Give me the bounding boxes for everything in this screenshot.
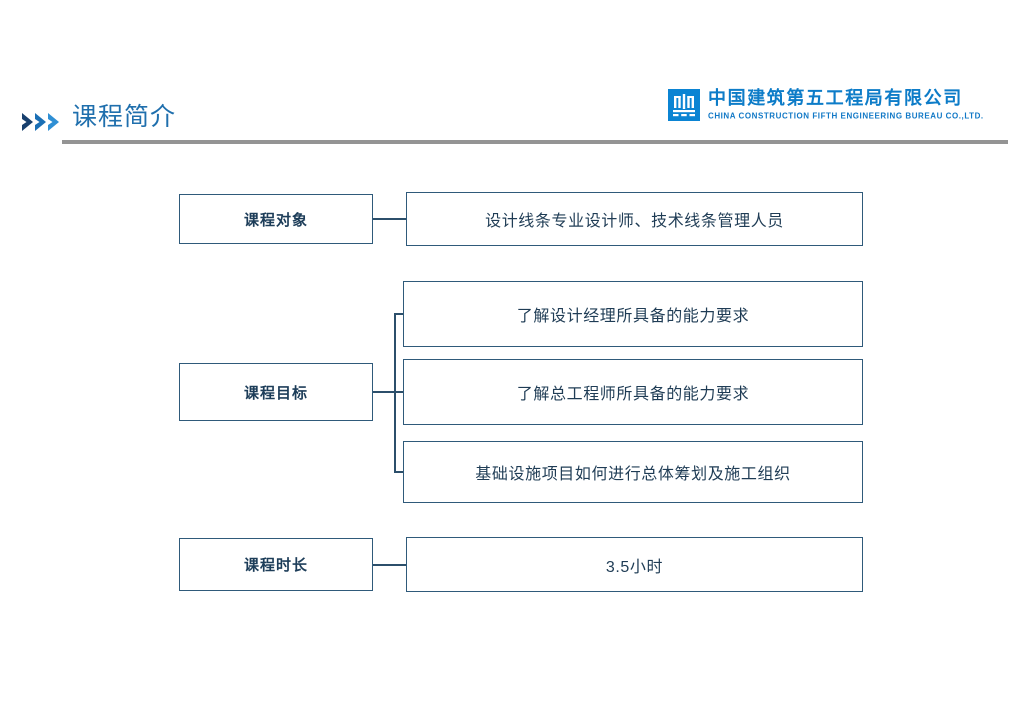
row-key-label: 课程时长 — [243, 557, 308, 574]
row-key-label: 课程目标 — [243, 384, 308, 402]
connector-row-1 — [373, 218, 406, 220]
connector-goals-arm-2 — [394, 391, 404, 393]
row-value-course-goal-1: 了解设计经理所具备的能力要求 — [403, 281, 863, 347]
row-key-course-audience: 课程对象 — [179, 194, 373, 244]
row-value-course-duration: 3.5小时 — [406, 537, 863, 592]
triple-chevron-right-icon — [20, 110, 66, 134]
company-logo: 中国建筑第五工程局有限公司 CHINA CONSTRUCTION FIFTH E… — [668, 88, 984, 122]
connector-row-3 — [373, 564, 406, 566]
row-value-text: 基础设施项目如何进行总体筹划及施工组织 — [475, 466, 791, 483]
company-name-cn: 中国建筑第五工程局有限公司 — [708, 88, 963, 108]
cscec-logo-mark-icon — [668, 89, 700, 121]
row-key-label: 课程对象 — [243, 211, 308, 229]
connector-goals-arm-3 — [394, 471, 404, 473]
row-value-text: 了解设计经理所具备的能力要求 — [516, 308, 750, 325]
connector-goals-stem — [373, 391, 395, 393]
row-value-course-goal-2: 了解总工程师所具备的能力要求 — [403, 359, 863, 425]
row-key-course-duration: 课程时长 — [179, 538, 373, 591]
row-key-course-goals: 课程目标 — [179, 363, 373, 421]
row-value-text: 设计线条专业设计师、技术线条管理人员 — [485, 213, 784, 230]
page-title: 课程简介 — [72, 103, 177, 131]
connector-goals-arm-1 — [394, 313, 404, 315]
row-value-text: 了解总工程师所具备的能力要求 — [516, 386, 750, 403]
company-name-en: CHINA CONSTRUCTION FIFTH ENGINEERING BUR… — [708, 111, 984, 121]
row-value-text: 3.5小时 — [605, 558, 664, 576]
header-divider — [62, 140, 1008, 144]
row-value-course-audience: 设计线条专业设计师、技术线条管理人员 — [406, 192, 863, 246]
row-value-course-goal-3: 基础设施项目如何进行总体筹划及施工组织 — [403, 441, 863, 503]
company-logo-text: 中国建筑第五工程局有限公司 CHINA CONSTRUCTION FIFTH E… — [708, 88, 984, 122]
connector-goals-spine — [394, 314, 396, 472]
